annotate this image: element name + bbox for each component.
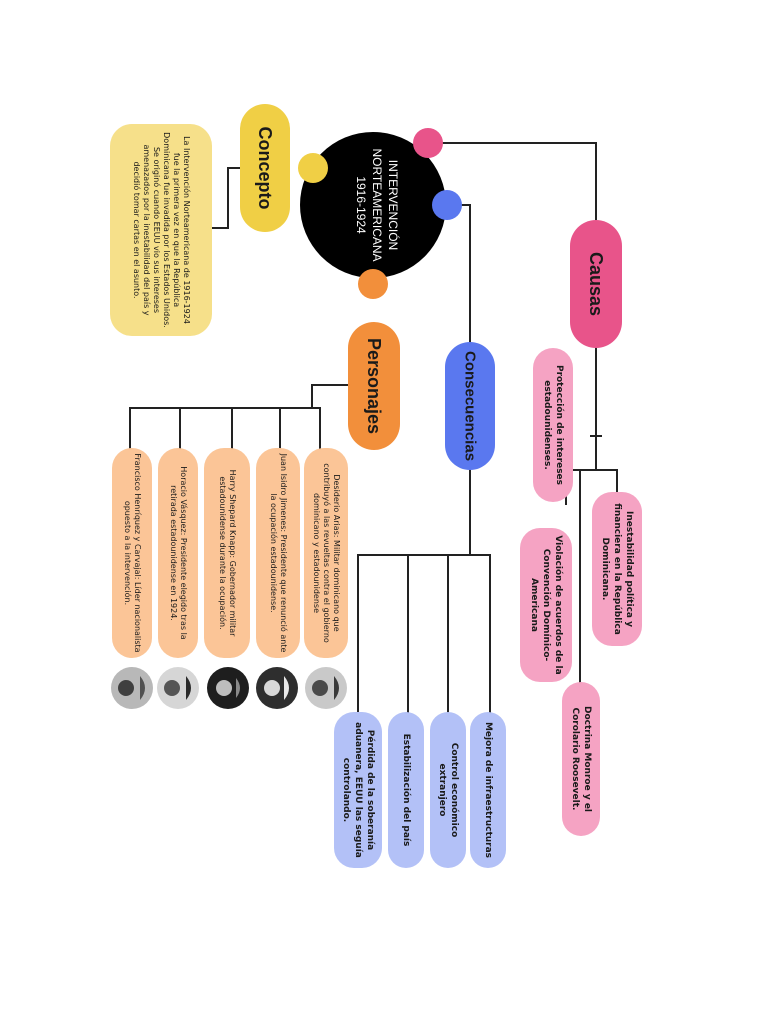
portrait-harry-shepard-knapp <box>207 667 249 709</box>
consecuencia-box-3 <box>388 712 424 868</box>
personaje-box-1 <box>304 448 348 658</box>
concepto-pill <box>240 104 290 232</box>
personajes-label: Personajes <box>364 338 384 434</box>
personaje-box-3 <box>204 448 250 658</box>
personaje-box-4 <box>158 448 198 658</box>
causas-label: Causas <box>586 252 606 316</box>
concepto-label: Concepto <box>255 127 275 210</box>
causa-box-3 <box>520 528 572 682</box>
personaje-text-2: Juan Isidro Jimenes: Presidente que renu… <box>269 453 288 653</box>
pink-dot <box>413 128 443 158</box>
portrait-desiderio-arias <box>305 667 347 709</box>
yellow-dot <box>298 153 328 183</box>
causa-text-4: Doctrina Monroe y el Corolario Roosevelt… <box>570 705 592 813</box>
personaje-text-1: Desiderio Arias: Militar dominicano que … <box>312 463 341 643</box>
causa-box-4 <box>562 682 600 836</box>
causa-text-2: Inestabilidad política y financiera en l… <box>600 503 634 635</box>
causas-pill <box>570 220 622 348</box>
consecuencia-text-1: Mejora de infraestructuras <box>483 721 493 859</box>
concepto-text: La Intervención Norteamericana de 1916-1… <box>132 132 191 328</box>
orange-dot <box>358 269 388 299</box>
center-circle <box>300 132 446 278</box>
causa-text-1: Protección de intereses estadounidenses. <box>542 364 564 486</box>
personaje-text-4: Horacio Vásquez: Presidente elegido tras… <box>169 466 188 640</box>
consecuencia-text-2: Control económico extranjero <box>437 742 459 838</box>
personaje-text-5: Francisco Henríquez y Carvajal: Líder na… <box>123 453 142 653</box>
consecuencias-pill <box>445 342 495 470</box>
portrait-juan-isidro-jimenes <box>256 667 298 709</box>
center-node: INTERVENCIÓN NORTEAMERICANA 1916-1924 <box>298 128 462 299</box>
causa-text-3: Violación de acuerdos de la Convención D… <box>529 535 563 675</box>
consecuencia-text-3: Estabilización del país <box>401 733 411 847</box>
personaje-box-2 <box>256 448 300 658</box>
consecuencia-box-2 <box>430 712 466 868</box>
center-title-line2: NORTEAMERICANA <box>370 148 384 261</box>
consecuencia-text-4: Pérdida de la soberanía aduanera, EEUU l… <box>341 722 375 858</box>
center-title-line1: INTERVENCIÓN <box>386 160 401 250</box>
causa-box-2 <box>592 492 642 646</box>
personaje-text-3: Harry Shepard Knapp: Gobernador militar … <box>218 469 237 637</box>
consecuencia-box-1 <box>470 712 506 868</box>
concepto-box <box>110 124 212 336</box>
portrait-horacio-vasquez <box>157 667 199 709</box>
consecuencias-label: Consecuencias <box>462 351 479 461</box>
personajes-pill <box>348 322 400 450</box>
causa-box-1 <box>533 348 573 502</box>
center-years: 1916-1924 <box>354 176 368 234</box>
consecuencia-box-4 <box>334 712 382 868</box>
blue-dot <box>432 190 462 220</box>
portrait-photos <box>111 667 347 709</box>
connector-lines <box>129 142 618 715</box>
portrait-francisco-henriquez <box>111 667 153 709</box>
personaje-box-5 <box>112 448 152 658</box>
